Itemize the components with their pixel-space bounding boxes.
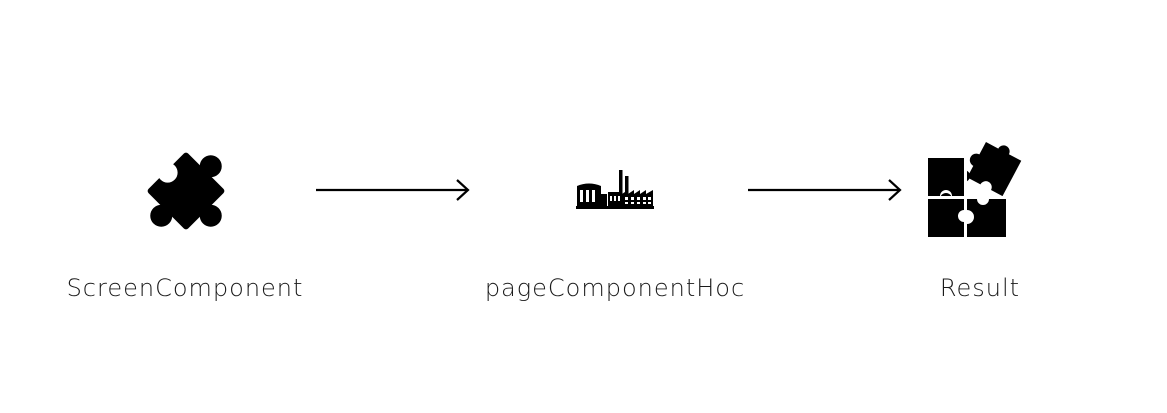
factory-icon bbox=[576, 170, 654, 209]
node-label-page-component-hoc: pageComponentHoc bbox=[484, 274, 746, 302]
node-label-screen-component: ScreenComponent bbox=[66, 274, 304, 302]
puzzle-piece-icon bbox=[147, 152, 225, 230]
node-label-result: Result bbox=[939, 274, 1021, 302]
arrow-hoc-to-result bbox=[748, 179, 902, 201]
arrow-screen-to-hoc bbox=[316, 179, 470, 201]
assembled-puzzle-icon bbox=[928, 142, 1022, 237]
